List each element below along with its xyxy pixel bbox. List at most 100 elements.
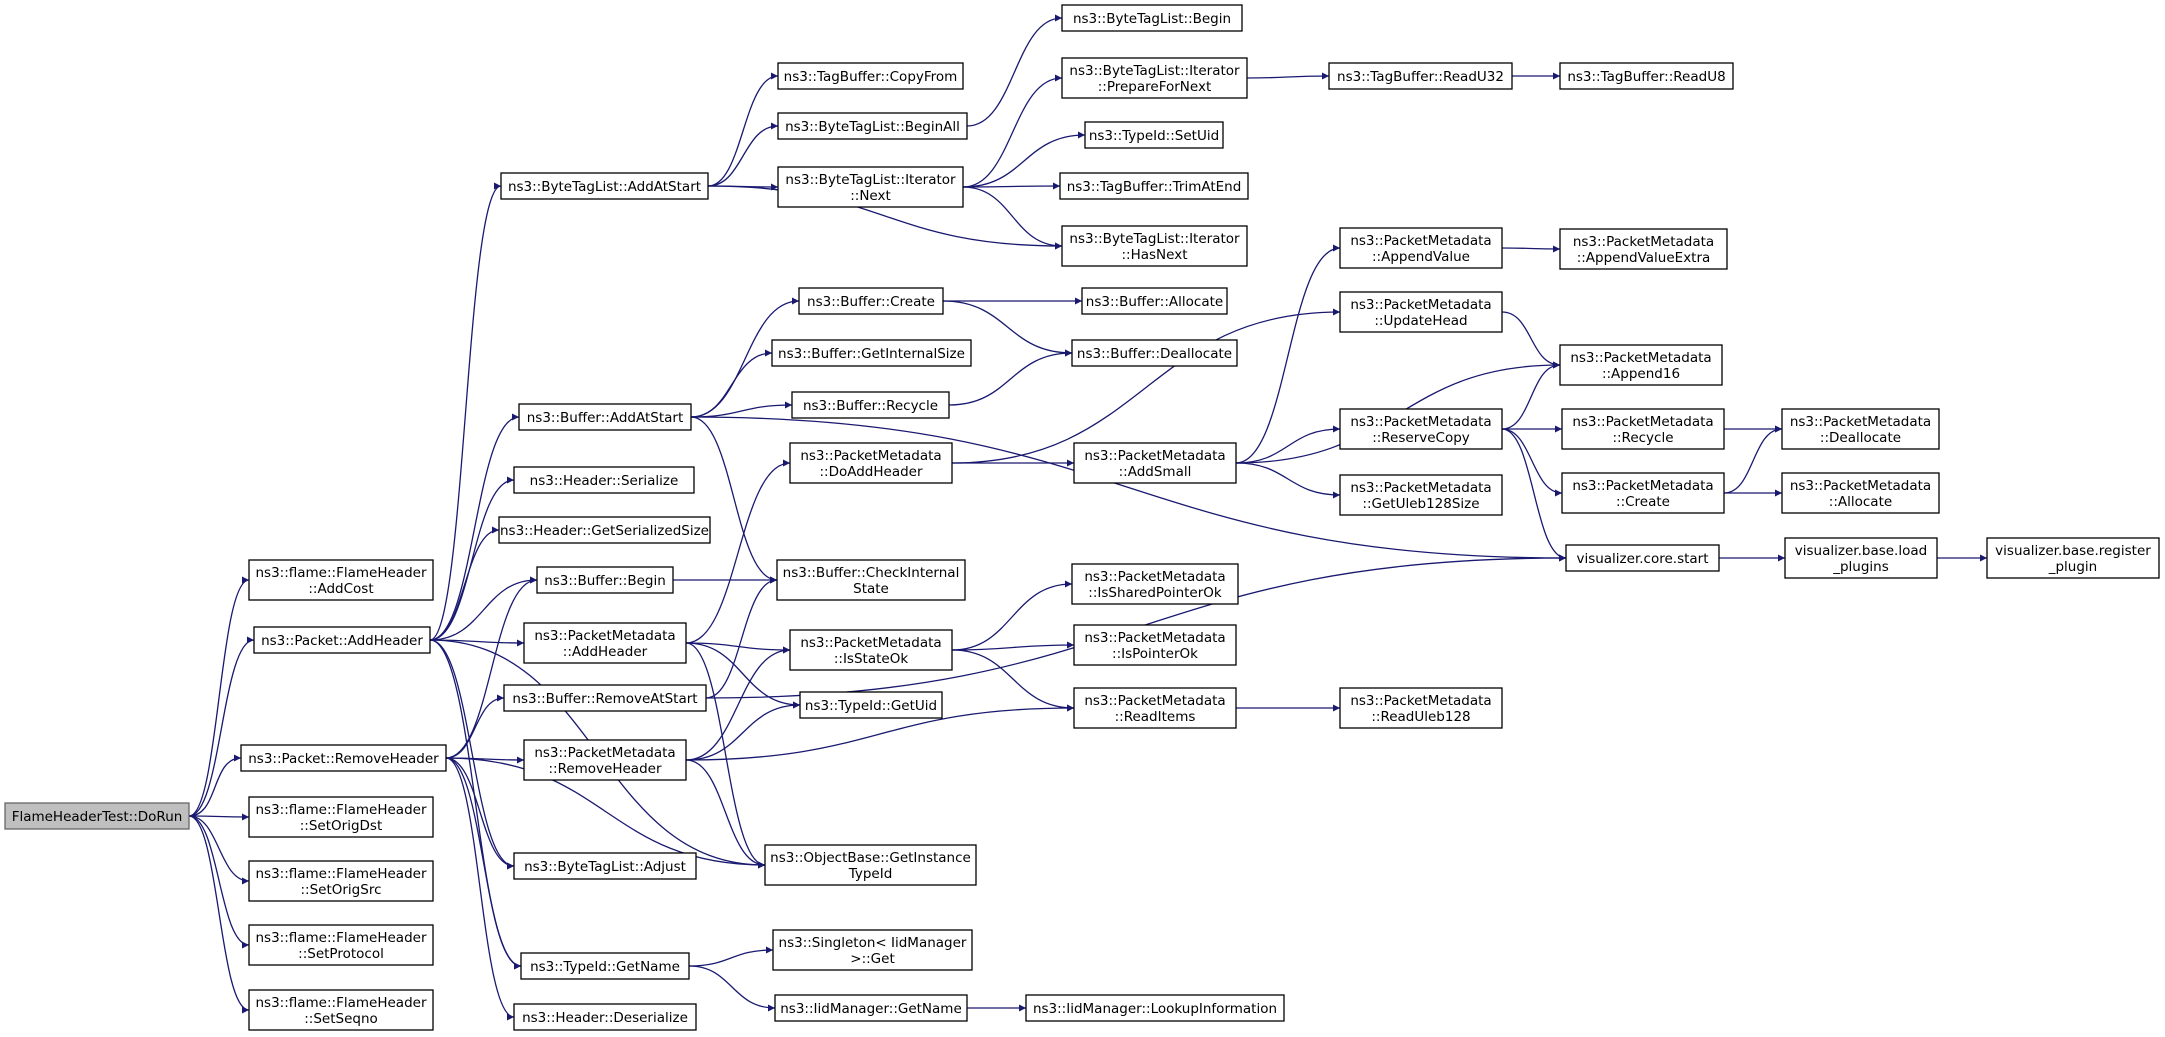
node-label-line: ns3::PacketMetadata — [800, 635, 941, 651]
node-btl_addatstart[interactable]: ns3::ByteTagList::AddAtStart — [500, 172, 709, 200]
node-buf_addatstart[interactable]: ns3::Buffer::AddAtStart — [518, 403, 692, 431]
node-label-line: ns3::PacketMetadata — [1572, 478, 1713, 494]
node-label-line: ns3::PacketMetadata — [1790, 414, 1931, 430]
node-iid_getname[interactable]: ns3::IidManager::GetName — [774, 994, 968, 1022]
node-label-line: ns3::ObjectBase::GetInstance — [770, 850, 971, 866]
node-buf_removeatstart[interactable]: ns3::Buffer::RemoveAtStart — [503, 684, 707, 712]
edge-pm_isstateok-to-pm_ispointerok — [951, 641, 1075, 651]
node-label-line: ::UpdateHead — [1374, 313, 1467, 329]
node-pm_ispointerok[interactable]: ns3::PacketMetadata::IsPointerOk — [1073, 624, 1237, 666]
node-tb_trimatend[interactable]: ns3::TagBuffer::TrimAtEnd — [1059, 172, 1249, 200]
node-hdr_serialize[interactable]: ns3::Header::Serialize — [513, 466, 695, 494]
node-btl_adjust[interactable]: ns3::ByteTagList::Adjust — [513, 852, 697, 880]
node-buf_begin[interactable]: ns3::Buffer::Begin — [536, 566, 674, 594]
node-label-line: ns3::PacketMetadata — [1570, 350, 1711, 366]
node-tb_readu32[interactable]: ns3::TagBuffer::ReadU32 — [1328, 62, 1513, 90]
node-fh_setprotocol[interactable]: ns3::flame::FlameHeader::SetProtocol — [248, 924, 434, 966]
node-viz_base_loadplugins[interactable]: visualizer.base.load_plugins — [1784, 537, 1938, 579]
node-pm_addsmall[interactable]: ns3::PacketMetadata::AddSmall — [1073, 442, 1237, 484]
node-box — [1561, 472, 1725, 514]
node-box — [513, 852, 697, 880]
node-pm_getuleb128size[interactable]: ns3::PacketMetadata::GetUleb128Size — [1339, 474, 1503, 516]
edge-pkt_addheader-to-buf_begin — [429, 576, 538, 641]
node-pm_allocate[interactable]: ns3::PacketMetadata::Allocate — [1781, 472, 1940, 514]
node-box — [1339, 408, 1503, 450]
node-label-line: ns3::Buffer::Create — [807, 294, 935, 310]
edge-buf_addatstart-to-buf_checkinternal — [690, 416, 778, 584]
node-pm_updatehead[interactable]: ns3::PacketMetadata::UpdateHead — [1339, 291, 1503, 333]
node-pkt_removeheader[interactable]: ns3::Packet::RemoveHeader — [240, 744, 447, 772]
node-pm_appendvalueextra[interactable]: ns3::PacketMetadata::AppendValueExtra — [1559, 228, 1728, 270]
node-viz_base_registerplugin[interactable]: visualizer.base.register_plugin — [1986, 537, 2160, 579]
node-pm_addheader[interactable]: ns3::PacketMetadata::AddHeader — [523, 622, 687, 664]
node-label-line: ns3::TagBuffer::ReadU32 — [1337, 69, 1504, 85]
node-box — [500, 172, 709, 200]
node-pm_readuleb128[interactable]: ns3::PacketMetadata::ReadUleb128 — [1339, 687, 1503, 729]
node-label-line: ns3::Packet::AddHeader — [261, 633, 423, 649]
node-label-line: ns3::Header::Deserialize — [522, 1010, 688, 1026]
edge-pm_addheader-to-pm_doaddheader — [685, 459, 791, 644]
node-typeid_getname[interactable]: ns3::TypeId::GetName — [520, 952, 690, 980]
node-pkt_addheader[interactable]: ns3::Packet::AddHeader — [253, 626, 431, 654]
node-buf_getinternalsize[interactable]: ns3::Buffer::GetInternalSize — [771, 339, 972, 367]
node-iid_lookupinformation[interactable]: ns3::IidManager::LookupInformation — [1025, 994, 1285, 1022]
node-label-line: ns3::PacketMetadata — [1084, 569, 1225, 585]
node-pm_appendvalue[interactable]: ns3::PacketMetadata::AppendValue — [1339, 227, 1503, 269]
node-pm_append16[interactable]: ns3::PacketMetadata::Append16 — [1559, 344, 1723, 386]
node-pm_create[interactable]: ns3::PacketMetadata::Create — [1561, 472, 1725, 514]
node-pm_deallocate[interactable]: ns3::PacketMetadata::Deallocate — [1781, 408, 1940, 450]
edge-root-to-fh_setorigsrc — [188, 815, 250, 885]
node-label-line: ns3::PacketMetadata — [800, 448, 941, 464]
node-root[interactable]: FlameHeaderTest::DoRun — [4, 802, 190, 830]
node-btl_it_hasnext[interactable]: ns3::ByteTagList::Iterator::HasNext — [1061, 225, 1248, 267]
node-typeid_setuid[interactable]: ns3::TypeId::SetUid — [1084, 121, 1224, 149]
edge-pm_addsmall-to-pm_appendvalue — [1235, 244, 1341, 464]
edge-pkt_addheader-to-btl_addatstart — [429, 182, 502, 641]
node-fh_setorigsrc[interactable]: ns3::flame::FlameHeader::SetOrigSrc — [248, 860, 434, 902]
node-label-line: ns3::PacketMetadata — [1350, 480, 1491, 496]
node-pm_isstateok[interactable]: ns3::PacketMetadata::IsStateOk — [789, 629, 953, 671]
node-pm_reservecopy[interactable]: ns3::PacketMetadata::ReserveCopy — [1339, 408, 1503, 450]
node-btl_it_next[interactable]: ns3::ByteTagList::Iterator::Next — [777, 166, 964, 208]
node-buf_recycle[interactable]: ns3::Buffer::Recycle — [791, 391, 950, 419]
node-pm_recycle[interactable]: ns3::PacketMetadata::Recycle — [1561, 408, 1725, 450]
edge-pkt_removeheader-to-hdr_deserialize — [445, 757, 515, 1021]
node-hdr_getsersize[interactable]: ns3::Header::GetSerializedSize — [498, 516, 711, 544]
node-pm_issharedpointerok[interactable]: ns3::PacketMetadata::IsSharedPointerOk — [1071, 563, 1239, 605]
node-buf_allocate[interactable]: ns3::Buffer::Allocate — [1081, 287, 1228, 315]
node-viz_core_start[interactable]: visualizer.core.start — [1565, 544, 1720, 572]
node-fh_setorigdst[interactable]: ns3::flame::FlameHeader::SetOrigDst — [248, 796, 434, 838]
node-buf_deallocate[interactable]: ns3::Buffer::Deallocate — [1071, 339, 1238, 367]
node-typeid_getuid[interactable]: ns3::TypeId::GetUid — [799, 691, 943, 719]
node-label-line: ns3::PacketMetadata — [1084, 448, 1225, 464]
edge-pkt_removeheader-to-buf_removeatstart — [445, 694, 505, 759]
node-fh_setseqno[interactable]: ns3::flame::FlameHeader::SetSeqno — [248, 989, 434, 1031]
node-box — [518, 403, 692, 431]
node-buf_create[interactable]: ns3::Buffer::Create — [798, 287, 944, 315]
node-label-line: ns3::ByteTagList::Iterator — [785, 172, 956, 188]
node-singleton_get[interactable]: ns3::Singleton< IidManager>::Get — [772, 929, 973, 971]
node-pm_doaddheader[interactable]: ns3::PacketMetadata::DoAddHeader — [789, 442, 953, 484]
node-box — [1059, 172, 1249, 200]
node-hdr_deserialize[interactable]: ns3::Header::Deserialize — [513, 1003, 697, 1031]
edge-pm_addheader-to-ob_getinstancetypeid — [685, 642, 766, 869]
edge-root-to-pkt_removeheader — [188, 754, 242, 817]
node-btl_beginall[interactable]: ns3::ByteTagList::BeginAll — [777, 112, 968, 140]
node-pm_readitems[interactable]: ns3::PacketMetadata::ReadItems — [1073, 687, 1237, 729]
node-label-line: ns3::PacketMetadata — [1350, 693, 1491, 709]
node-label-line: FlameHeaderTest::DoRun — [12, 809, 183, 825]
node-label-line: ns3::TagBuffer::ReadU8 — [1567, 69, 1725, 85]
node-tb_readu8[interactable]: ns3::TagBuffer::ReadU8 — [1559, 62, 1734, 90]
node-box — [1328, 62, 1513, 90]
node-btl_begin[interactable]: ns3::ByteTagList::Begin — [1061, 4, 1243, 32]
edge-root-to-fh_setseqno — [188, 815, 250, 1014]
node-btl_it_preparefornext[interactable]: ns3::ByteTagList::Iterator::PrepareForNe… — [1061, 57, 1248, 99]
node-tb_copyfrom[interactable]: ns3::TagBuffer::CopyFrom — [777, 62, 964, 90]
node-pm_removeheader[interactable]: ns3::PacketMetadata::RemoveHeader — [523, 739, 687, 781]
node-fh_addcost[interactable]: ns3::flame::FlameHeader::AddCost — [248, 559, 434, 601]
node-box — [1339, 474, 1503, 516]
node-box — [1565, 544, 1720, 572]
edge-pm_isstateok-to-pm_issharedpointerok — [951, 580, 1073, 651]
